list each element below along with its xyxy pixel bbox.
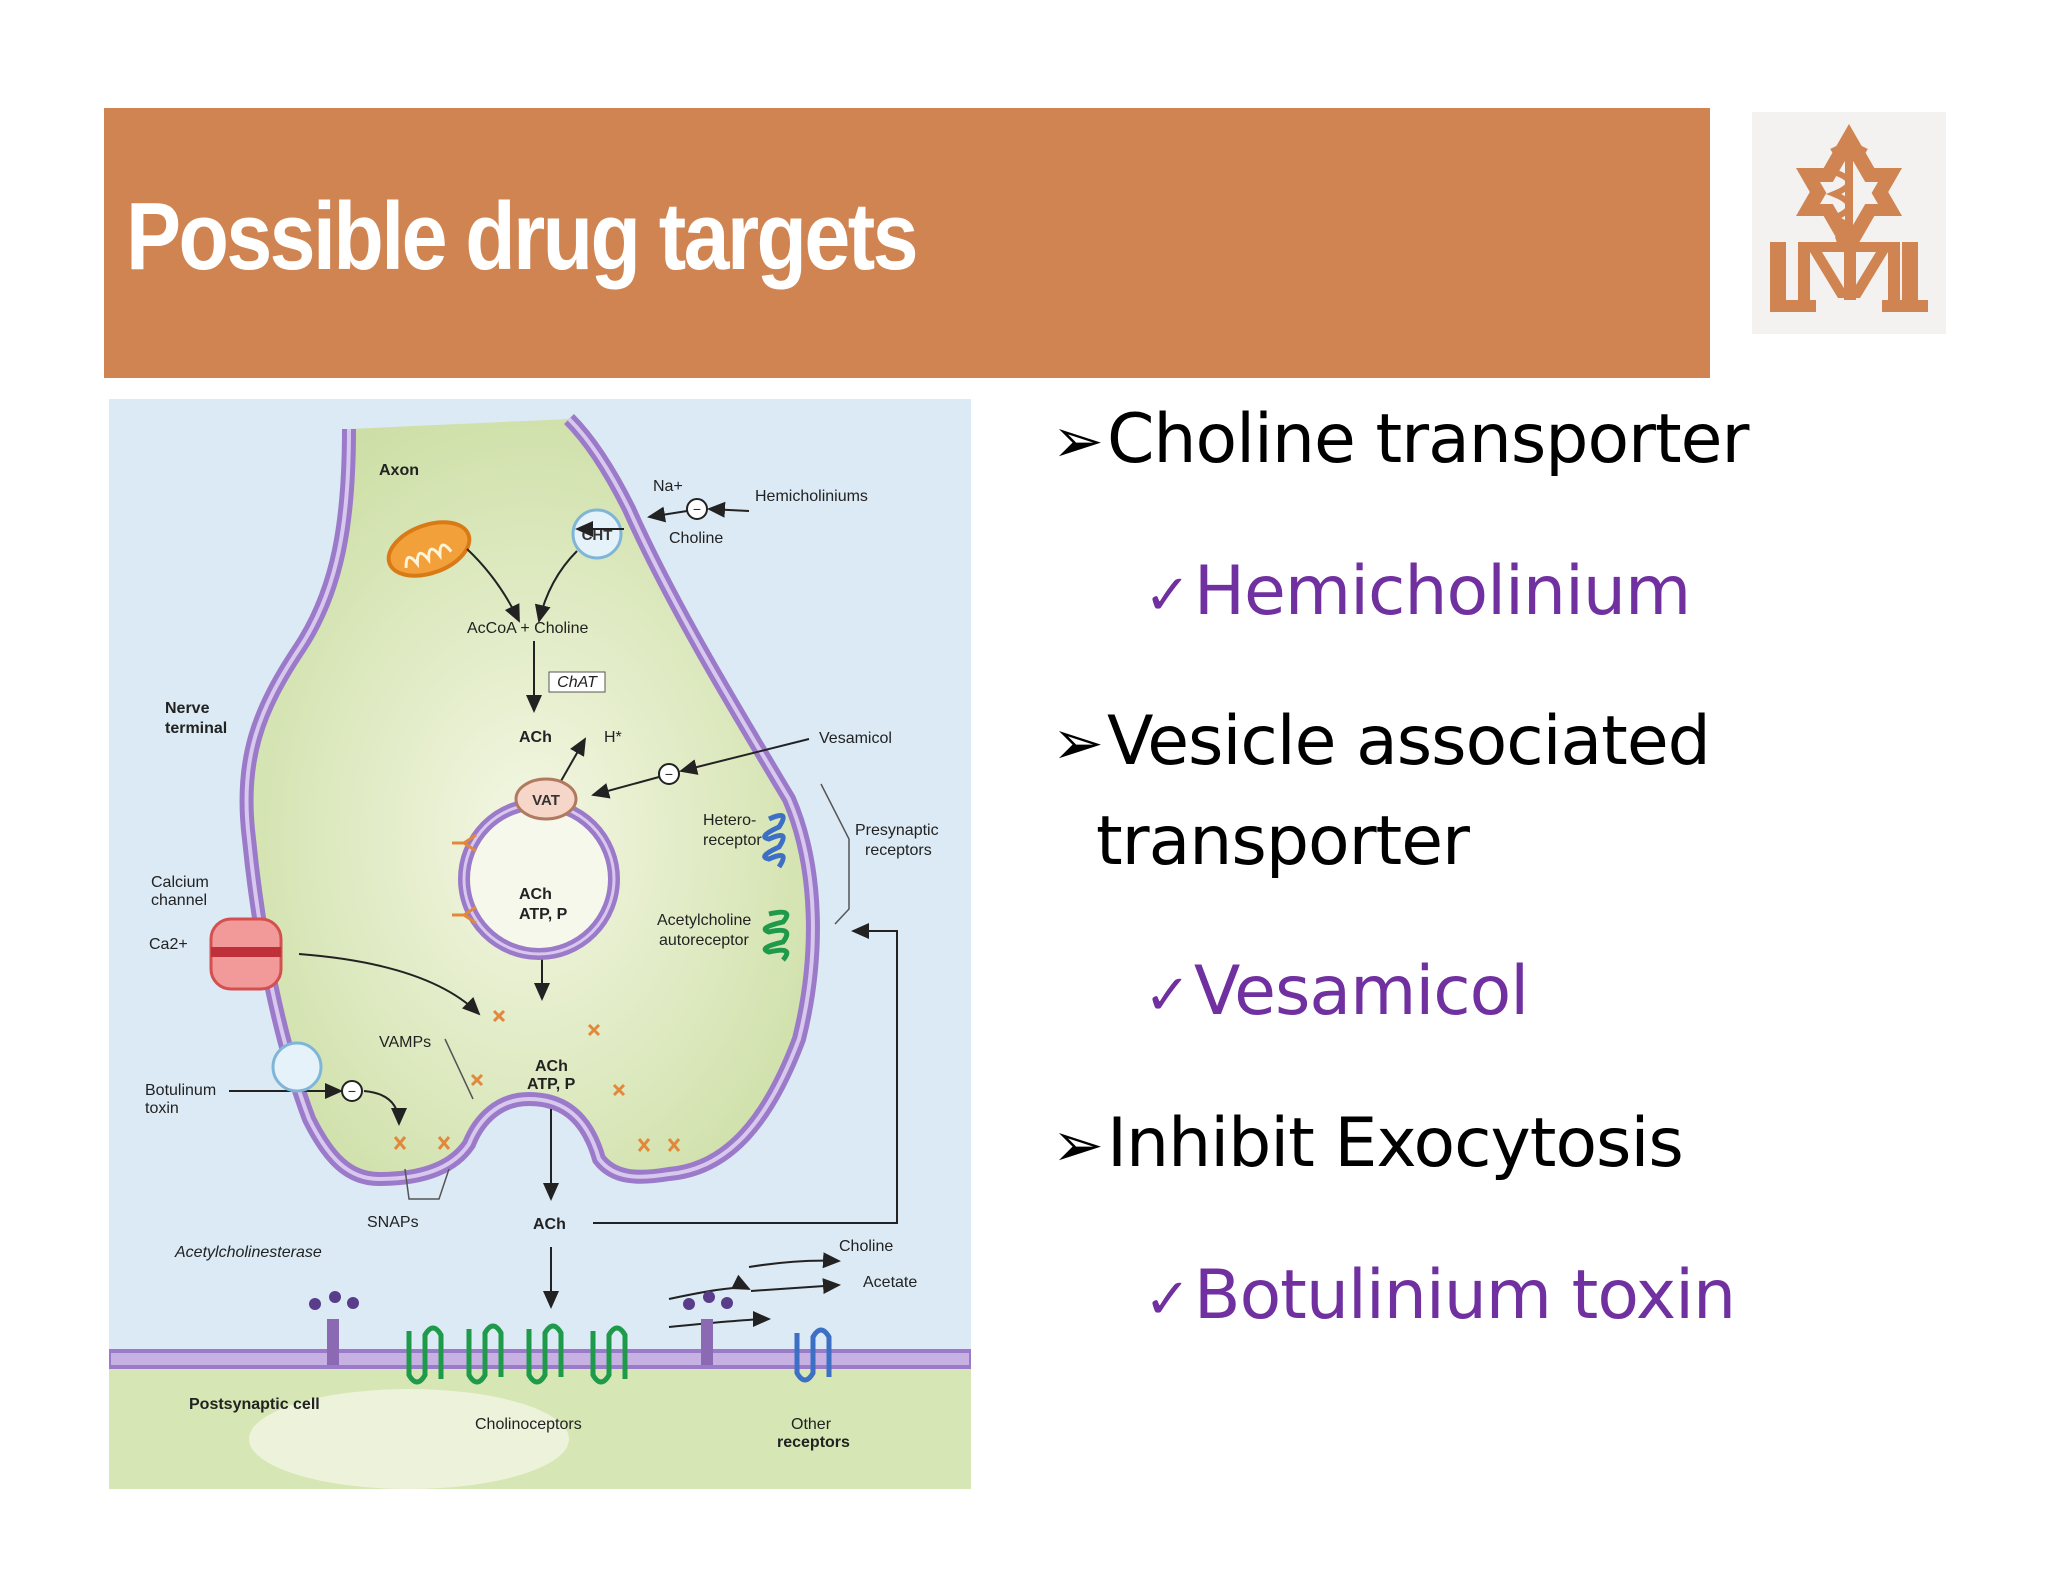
logo-letters-icon [1770,242,1928,312]
chat-label: ChAT [557,674,598,691]
arrow-bullet-icon: ➢ [1052,1108,1104,1181]
vesicle-contents-label-1: ACh [519,886,552,903]
calcium-channel-icon [209,917,283,991]
choline-out-label: Choline [839,1238,893,1255]
mitochondrion-icon [386,520,472,578]
logo [1752,112,1946,334]
fused-vesicle-contents-label-1: ACh [535,1058,568,1075]
snare-proteins-icon [393,833,681,1152]
axon-label: Axon [379,462,419,479]
hemicholiniums-label: Hemicholiniums [755,488,868,505]
na-label: Na+ [653,478,683,495]
postsynaptic-cell-label: Postsynaptic cell [189,1396,320,1413]
sub-bullet-hemicholinium: ✓Hemicholinium [1144,552,1691,631]
arrow-bullet-icon: ➢ [1052,404,1104,477]
svg-text:−: − [693,501,701,517]
calcium-channel-label-2: channel [151,892,207,909]
check-bullet-icon: ✓ [1144,1267,1191,1332]
acetylcholinesterase-label: Acetylcholinesterase [174,1244,322,1261]
inhibit-symbol-vesamicol [658,763,680,785]
svg-text:−: − [665,766,673,782]
vesicle-contents-label-2: ATP, P [519,906,568,923]
ca-label: Ca2+ [149,936,188,953]
autoreceptor-label-1: Acetylcholine [657,912,751,929]
acetylcholinesterase-icon [309,1291,733,1365]
arrow-bullet-icon: ➢ [1052,706,1104,779]
cholinoceptors-icon [406,1323,628,1385]
bullet-inhibit-exocytosis: ➢Inhibit Exocytosis [1052,1104,1684,1183]
svg-text:−: − [348,1083,356,1099]
vat-label: VAT [532,792,560,809]
botulinum-toxin-label-2: toxin [145,1100,179,1117]
sub-bullet-vesamicol: ✓Vesamicol [1144,952,1529,1031]
presynaptic-receptors-label-1: Presynaptic [855,822,939,839]
ach-top-label: ACh [519,729,552,746]
page-title: Possible drug targets [126,183,919,290]
bullet-vesicle-associated-transporter: ➢Vesicle associated [1052,702,1711,781]
heteroreceptor-label-2: receptor [703,832,762,849]
vat-transporter [514,777,578,821]
inhibit-symbol-hemicholinium [686,498,708,520]
sub-bullet-botulinium-toxin: ✓Botulinium toxin [1144,1256,1736,1335]
botulinum-site [271,1041,323,1093]
check-bullet-icon: ✓ [1144,563,1191,628]
title-bar: Possible drug targets [104,108,1710,378]
postsynaptic-membrane [109,1349,971,1369]
check-bullet-icon: ✓ [1144,963,1191,1028]
other-receptors-icon [794,1327,832,1383]
cholinergic-synapse-diagram: CHT − − − [109,399,971,1489]
other-receptors-label-1: Other [791,1416,832,1433]
ach-released-label: ACh [533,1216,566,1233]
bullet-vesicle-associated-transporter-line2: transporter [1096,802,1470,881]
cholinoceptors-label: Cholinoceptors [475,1416,582,1433]
bullet-choline-transporter: ➢Choline transporter [1052,400,1749,479]
vesamicol-label: Vesamicol [819,730,892,747]
h-plus-label: H* [604,729,622,746]
nerve-terminal-label-1: Nerve [165,700,210,717]
other-receptors-label-2: receptors [777,1434,850,1451]
snaps-label: SNAPs [367,1214,419,1231]
nerve-terminal-label-2: terminal [165,720,227,737]
vamps-label: VAMPs [379,1034,431,1051]
fused-vesicle-contents-label-2: ATP, P [527,1076,576,1093]
botulinum-toxin-label-1: Botulinum [145,1082,216,1099]
accoa-choline-label: AcCoA + Choline [467,620,589,637]
acetate-label: Acetate [863,1274,917,1291]
calcium-channel-label-1: Calcium [151,874,209,891]
heteroreceptor-icon [762,812,786,869]
autoreceptor-icon [762,909,790,962]
choline-uptake-label: Choline [669,530,723,547]
presynaptic-receptors-label-2: receptors [865,842,932,859]
heteroreceptor-label-1: Hetero- [703,812,756,829]
autoreceptor-label-2: autoreceptor [659,932,750,949]
